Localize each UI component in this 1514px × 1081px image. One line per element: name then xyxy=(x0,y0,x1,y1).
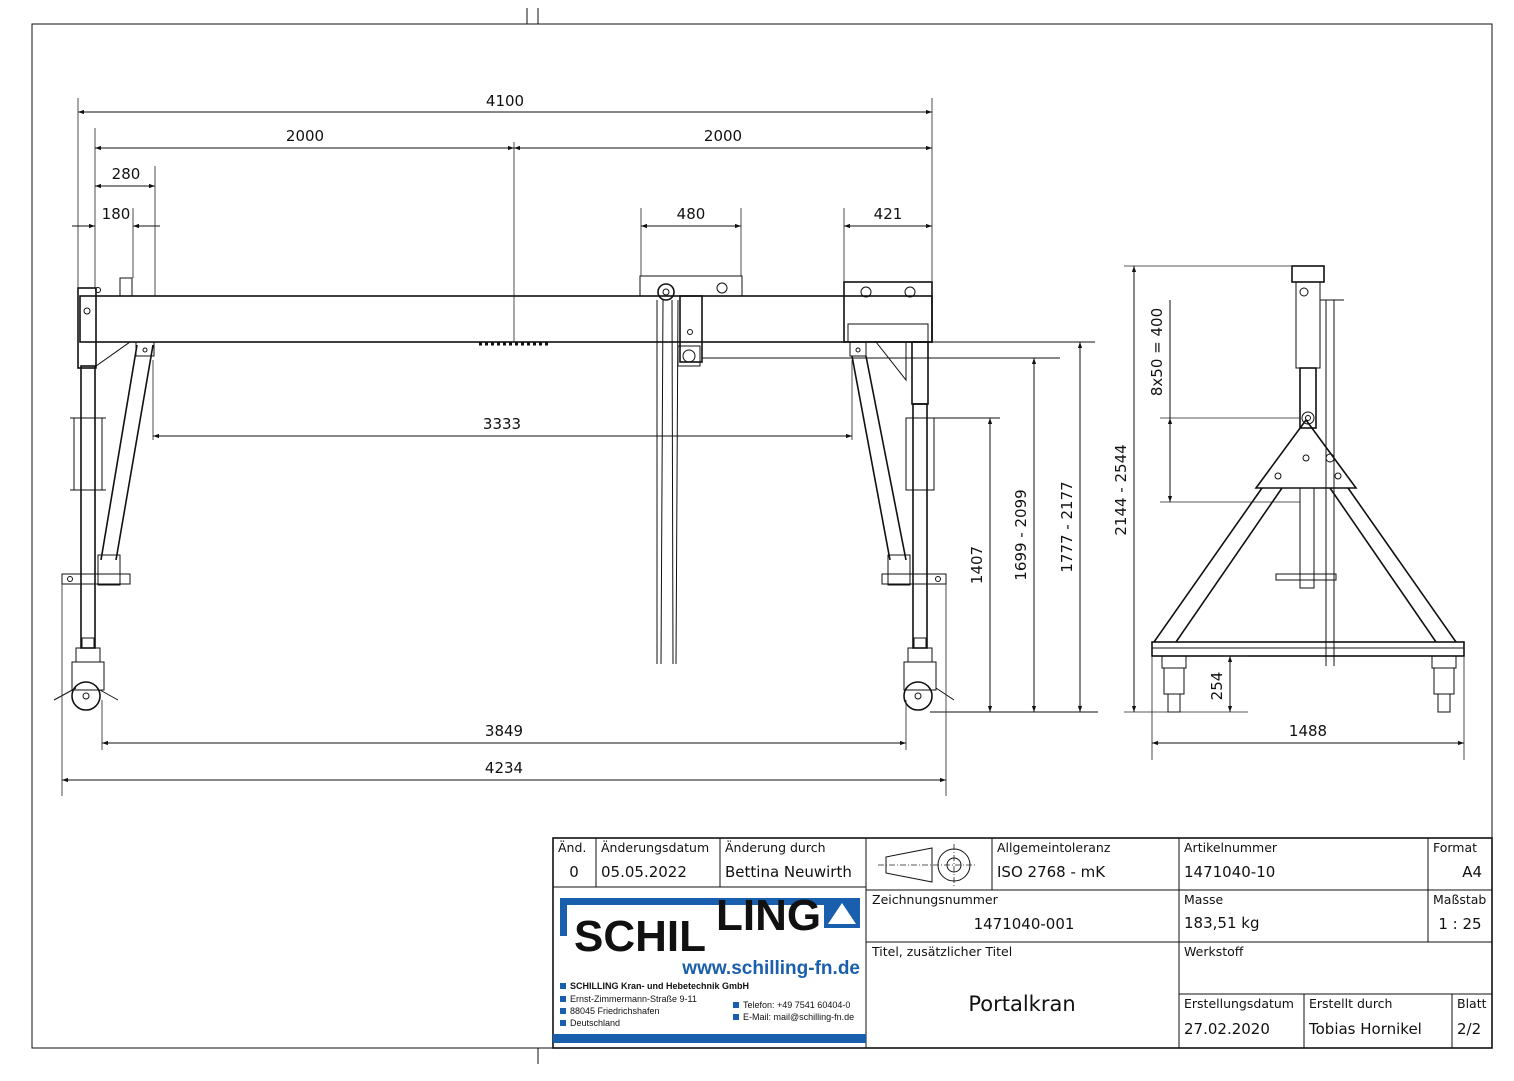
tolerance-value: ISO 2768 - mK xyxy=(997,863,1106,881)
material-header: Werkstoff xyxy=(1184,944,1244,959)
change-date-header: Änderungsdatum xyxy=(601,840,709,855)
left-leg xyxy=(80,365,96,649)
schilling-logo: SCHIL LING www.schilling-fn.de SCHILLING… xyxy=(553,891,866,1043)
logo-brand-right: LING xyxy=(716,891,821,940)
logo-city: 88045 Friedrichshafen xyxy=(570,1006,660,1016)
logo-street: Ernst-Zimmermann-Straße 9-11 xyxy=(570,994,697,1004)
format-value: A4 xyxy=(1462,863,1482,881)
tolerance-header: Allgemeintoleranz xyxy=(997,840,1111,855)
dim-1777-2177: 1777 - 2177 xyxy=(1058,481,1076,572)
title-value: Portalkran xyxy=(968,992,1075,1016)
dim-254: 254 xyxy=(1208,672,1226,701)
drawing-no-value: 1471040-001 xyxy=(974,915,1075,933)
main-beam xyxy=(79,295,933,343)
side-view: 2144 - 2544 8x50 = 400 254 1488 xyxy=(1112,265,1465,760)
change-by-value: Bettina Neuwirth xyxy=(725,863,852,881)
logo-country: Deutschland xyxy=(570,1018,620,1028)
logo-triangle-icon xyxy=(828,903,856,924)
sheet-value: 2/2 xyxy=(1457,1020,1481,1038)
created-by-header: Erstellt durch xyxy=(1309,996,1392,1011)
right-wheel xyxy=(903,681,933,711)
change-date-value: 05.05.2022 xyxy=(601,863,687,881)
drawing-no-header: Zeichnungsnummer xyxy=(872,892,999,907)
title-block: Änd. 0 Änderungsdatum 05.05.2022 Änderun… xyxy=(552,837,1493,1049)
created-by-value: Tobias Hornikel xyxy=(1308,1020,1422,1038)
format-header: Format xyxy=(1433,840,1477,855)
scale-value: 1 : 25 xyxy=(1438,915,1481,933)
dim-1407: 1407 xyxy=(968,546,986,584)
logo-phone: Telefon: +49 7541 60404-0 xyxy=(743,1000,850,1010)
dim-280: 280 xyxy=(112,165,141,183)
projection-symbol-icon xyxy=(878,844,975,886)
dim-2000-right: 2000 xyxy=(704,127,742,145)
dim-4234: 4234 xyxy=(485,759,523,777)
dim-2000-left: 2000 xyxy=(286,127,324,145)
article-value: 1471040-10 xyxy=(1184,863,1275,881)
logo-brand-left: SCHIL xyxy=(574,912,706,961)
front-view: 4100 2000 2000 280 180 480 421 3333 3849… xyxy=(53,92,1098,796)
dim-8x50-400: 8x50 = 400 xyxy=(1148,308,1166,396)
dim-3849: 3849 xyxy=(485,722,523,740)
dim-421: 421 xyxy=(874,205,903,223)
mass-value: 183,51 kg xyxy=(1184,914,1259,932)
logo-email: E-Mail: mail@schilling-fn.de xyxy=(743,1012,854,1022)
title-header: Titel, zusätzlicher Titel xyxy=(871,944,1012,959)
dim-1488: 1488 xyxy=(1289,722,1327,740)
created-date-header: Erstellungsdatum xyxy=(1184,996,1294,1011)
rev-value: 0 xyxy=(569,863,579,881)
logo-company: SCHILLING Kran- und Hebetechnik GmbH xyxy=(570,981,749,991)
dim-180: 180 xyxy=(102,205,131,223)
rev-header: Änd. xyxy=(558,840,586,855)
dim-480: 480 xyxy=(677,205,706,223)
left-wheel xyxy=(71,681,101,711)
article-header: Artikelnummer xyxy=(1184,840,1278,855)
dim-3333: 3333 xyxy=(483,415,521,433)
right-leg xyxy=(911,341,929,405)
mass-header: Masse xyxy=(1184,892,1223,907)
dim-4100: 4100 xyxy=(486,92,524,110)
change-by-header: Änderung durch xyxy=(725,840,826,855)
dim-2144-2544: 2144 - 2544 xyxy=(1112,444,1130,535)
scale-header: Maßstab xyxy=(1433,892,1486,907)
trolley xyxy=(639,275,1060,665)
sheet-header: Blatt xyxy=(1457,996,1487,1011)
side-base xyxy=(1151,641,1465,657)
dim-1699-2099: 1699 - 2099 xyxy=(1012,489,1030,580)
logo-url: www.schilling-fn.de xyxy=(681,958,860,979)
created-date-value: 27.02.2020 xyxy=(1184,1020,1270,1038)
